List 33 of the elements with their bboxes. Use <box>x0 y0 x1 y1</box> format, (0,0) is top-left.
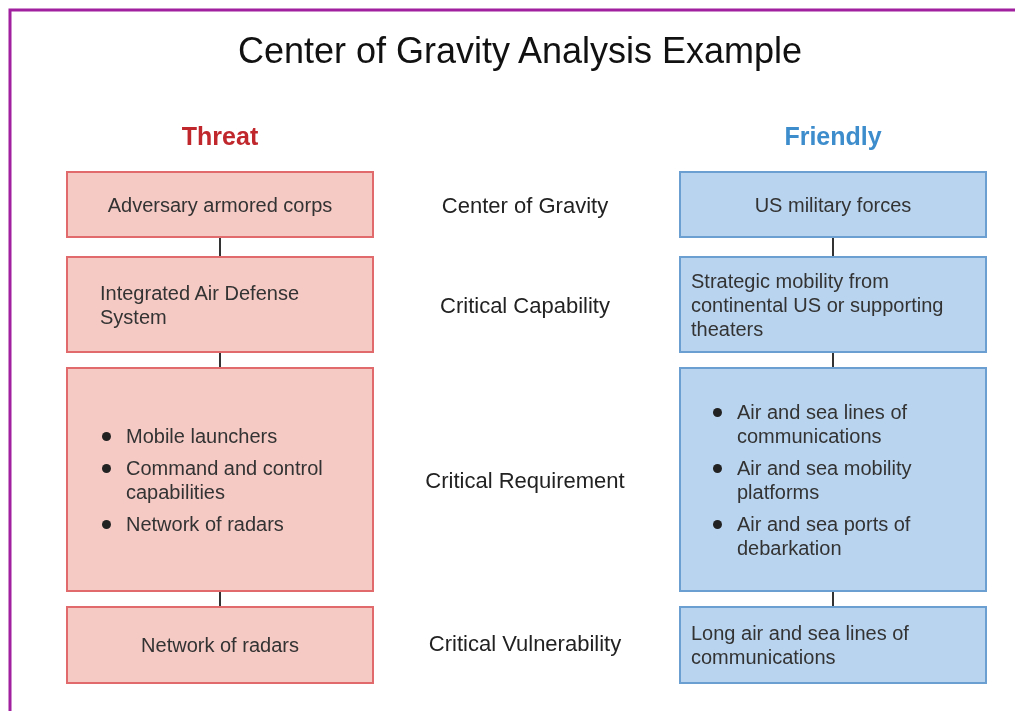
analysis-box <box>679 606 987 684</box>
connector-line <box>219 237 221 257</box>
analysis-box <box>679 367 987 592</box>
bullet-item: Air and sea ports of debarkation <box>737 512 911 559</box>
row-label: Critical Requirement <box>425 468 625 494</box>
box-text: Adversary armored corps <box>107 193 333 216</box>
box-text: Strategic mobility from continental US or supporting theaters <box>691 269 944 340</box>
box-text: Long air and sea lines of communications <box>691 622 909 668</box>
analysis-box <box>66 171 374 238</box>
column-heading: Friendly <box>784 122 882 151</box>
bullet-item: Mobile launchers <box>126 424 278 447</box>
bullet-item: Air and sea lines of communications <box>737 400 908 447</box>
connector-line <box>832 591 834 607</box>
bullet-item: Network of radars <box>126 512 284 535</box>
box-text: Network of radars <box>141 634 299 656</box>
analysis-box <box>66 256 374 353</box>
connector-line <box>832 237 834 257</box>
row-label: Critical Vulnerability <box>428 631 622 657</box>
analysis-box <box>66 367 374 592</box>
connector-line <box>219 352 221 368</box>
diagram-title: Center of Gravity Analysis Example <box>237 30 803 72</box>
connector-line <box>219 591 221 607</box>
connector-line <box>832 352 834 368</box>
row-label: Critical Capability <box>440 293 610 319</box>
analysis-box <box>66 606 374 684</box>
row-label: Center of Gravity <box>441 193 609 219</box>
box-text: Integrated Air Defense System <box>100 281 299 328</box>
column-heading: Threat <box>181 122 259 151</box>
analysis-box <box>679 171 987 238</box>
bullet-item: Command and control capabilities <box>126 456 323 503</box>
analysis-box <box>679 256 987 353</box>
box-text: US military forces <box>754 193 912 216</box>
bullet-item: Air and sea mobility platforms <box>737 456 912 503</box>
